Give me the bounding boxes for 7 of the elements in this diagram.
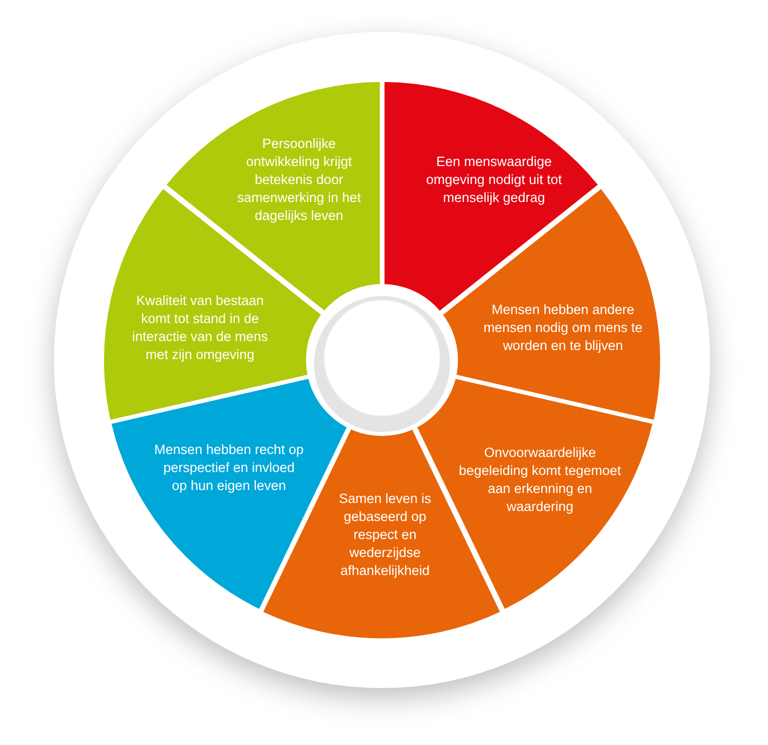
segment-text: Mensen hebben recht op perspectief en invloed op hun eigen leven (154, 440, 304, 495)
segment-text: Een menswaardige omgeving nodigt uit tot menselijk gedrag (425, 153, 563, 207)
segment-text: Onvoorwaardelijke begeleiding komt tegemoet aan erkenning en waardering (458, 444, 622, 516)
segment-text: Mensen hebben andere mensen nodig om mens te worden en te blijven (482, 300, 643, 355)
segment-text: Samen leven is gebaseerd op respect en wederzijdse afhankelijkheid (338, 490, 432, 580)
segment-text: Kwaliteit van bestaan komt tot stand in de interactie van de mens met zijn omgeving (131, 292, 269, 364)
segment-text: Persoonlijke ontwikkeling krijgt betekenis door samenwerking in het dagelijks leven (236, 135, 362, 225)
